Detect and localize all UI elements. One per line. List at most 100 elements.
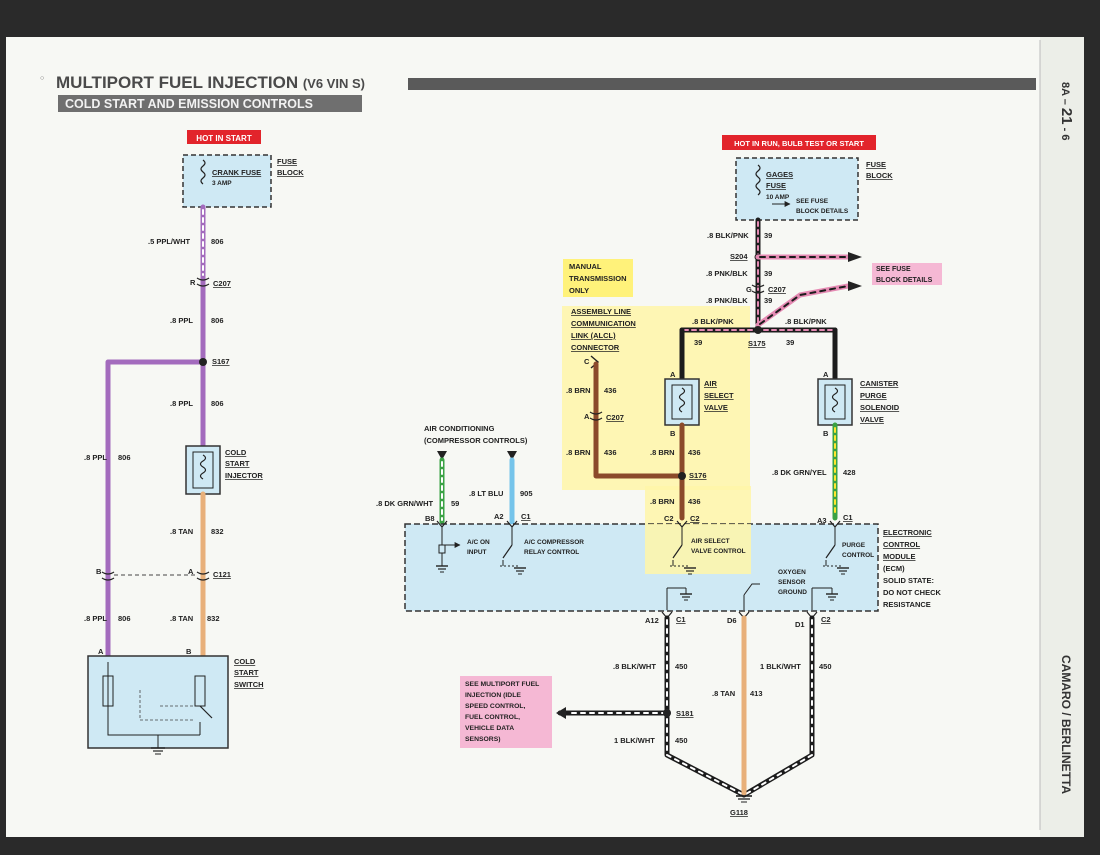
wire-circuit: 450 <box>675 736 688 745</box>
alcl-label: CONNECTOR <box>571 343 620 352</box>
wire-circuit: 450 <box>675 662 688 671</box>
air-valve-label: VALVE <box>704 403 728 412</box>
injector-label: COLD <box>225 448 247 457</box>
wire-circuit: 806 <box>211 237 224 246</box>
svg-text:8A – 21 - 6: 8A – 21 - 6 <box>1058 82 1075 140</box>
air-valve-label: SELECT <box>704 391 734 400</box>
wire-circuit: 428 <box>843 468 856 477</box>
crank-fuse-amp: 3 AMP <box>212 180 232 187</box>
switch-label: COLD <box>234 657 256 666</box>
connector-pin: A3 <box>817 516 827 525</box>
svg-text:CAMARO / BERLINETTA: CAMARO / BERLINETTA <box>1059 655 1073 794</box>
wire-circuit: 39 <box>786 338 794 347</box>
wire-circuit: 806 <box>211 399 224 408</box>
canister-label: SOLENOID <box>860 403 900 412</box>
connector-c207: C207 <box>213 279 231 288</box>
switch-label: SWITCH <box>234 680 264 689</box>
splice-s175 <box>754 326 762 334</box>
mpfi-note <box>460 676 552 748</box>
splice-s181-label: S181 <box>676 709 694 718</box>
ac-on-label: A/C ON <box>467 539 490 546</box>
fuse-block-label-1: FUSE <box>866 160 886 169</box>
hot-in-run-text: HOT IN RUN, BULB TEST OR START <box>734 139 864 148</box>
hot-in-run-label <box>722 135 876 150</box>
manual-transmission-zone <box>562 306 750 490</box>
canister-label: PURGE <box>860 391 887 400</box>
splice-s167-label: S167 <box>212 357 230 366</box>
wire-label: .8 PPL <box>84 453 107 462</box>
subtitle-bar <box>58 95 362 112</box>
cold-start-switch <box>87 655 229 749</box>
mpfi-note-text: SPEED CONTROL, <box>465 703 526 710</box>
air-control-switch-icon <box>672 544 683 559</box>
mpfi-note-text: FUEL CONTROL, <box>465 714 520 721</box>
hot-in-start-text: HOT IN START <box>196 134 252 143</box>
wire-circuit: 39 <box>764 296 772 305</box>
wire-circuit: 59 <box>451 499 459 508</box>
valve-pin: A <box>823 370 829 379</box>
wire-label: .8 PPL <box>170 316 193 325</box>
solenoid-coil-icon <box>831 387 839 413</box>
wire-circuit: 905 <box>520 489 533 498</box>
gages-fuse-icon <box>755 164 761 196</box>
wire-circuit: 39 <box>764 231 772 240</box>
ac-relay-label: A/C COMPRESSOR <box>524 539 584 546</box>
manual-transmission-note <box>563 259 633 297</box>
wire-circuit: 832 <box>211 527 224 536</box>
wire-circuit: 436 <box>604 386 617 395</box>
crank-fuse-block <box>182 154 272 208</box>
connector-pin: A <box>584 412 590 421</box>
relay-switch-icon <box>502 544 513 559</box>
valve-pin: A <box>670 370 676 379</box>
ground-icon <box>684 567 696 575</box>
manual-note-text: TRANSMISSION <box>569 274 627 283</box>
ac-input-arrow-icon <box>437 451 447 460</box>
switch-contact-icon <box>199 705 213 719</box>
crank-fuse-label: CRANK FUSE <box>212 168 261 177</box>
wire-label: 1 BLK/WHT <box>760 662 801 671</box>
wire-label: .8 PNK/BLK <box>706 269 748 278</box>
cold-start-injector <box>185 445 221 495</box>
ac-title: AIR CONDITIONING <box>424 424 495 433</box>
gages-fuse-block <box>735 157 859 221</box>
alcl-connector-icon <box>590 355 600 369</box>
wire-label: 1 BLK/WHT <box>614 736 655 745</box>
connector-pin: C <box>584 357 590 366</box>
connector-pin: D1 <box>795 620 805 629</box>
connector-pin: B <box>96 567 102 576</box>
wire-circuit: 806 <box>118 453 131 462</box>
gages-fuse-note: BLOCK DETAILS <box>796 208 849 215</box>
injector-coil-icon <box>199 454 207 480</box>
switch-label: START <box>234 668 259 677</box>
see-fuse-text: BLOCK DETAILS <box>876 277 933 284</box>
wire-label: .8 BLK/PNK <box>707 231 749 240</box>
o2-ground-label: GROUND <box>778 589 807 596</box>
see-fuse-text: SEE FUSE <box>876 266 911 273</box>
splice-s176 <box>678 472 686 480</box>
ac-relay-arrow-icon <box>507 451 517 460</box>
connector-pin: A <box>188 567 194 576</box>
fuse-block-label-1: FUSE <box>277 157 297 166</box>
splice-s204-label: S204 <box>730 252 748 261</box>
splice-s167 <box>199 358 207 366</box>
ground-icon <box>436 565 448 573</box>
gages-fuse-note: SEE FUSE <box>796 198 829 205</box>
wire-label: .8 BRN <box>566 386 591 395</box>
connector-c121: C121 <box>213 570 231 579</box>
injector-label: INJECTOR <box>225 471 263 480</box>
mpfi-arrow-icon <box>556 707 566 719</box>
switch-pin: B <box>186 647 192 656</box>
wire-label: .8 TAN <box>712 689 735 698</box>
ac-relay-label: RELAY CONTROL <box>524 549 579 556</box>
wire-label: .8 BLK/PNK <box>692 317 734 326</box>
ground-g118-label: G118 <box>730 808 748 817</box>
wire-circuit: 436 <box>688 497 701 506</box>
title-rule <box>408 78 1036 90</box>
wire-label: .8 DK GRN/YEL <box>772 468 827 477</box>
wire-label: .8 DK GRN/WHT <box>376 499 434 508</box>
mpfi-note-text: VEHICLE DATA <box>465 725 514 732</box>
air-control-label: AIR SELECT <box>691 538 730 545</box>
splice-s175-label: S175 <box>748 339 766 348</box>
wire-436-brn <box>593 361 685 479</box>
